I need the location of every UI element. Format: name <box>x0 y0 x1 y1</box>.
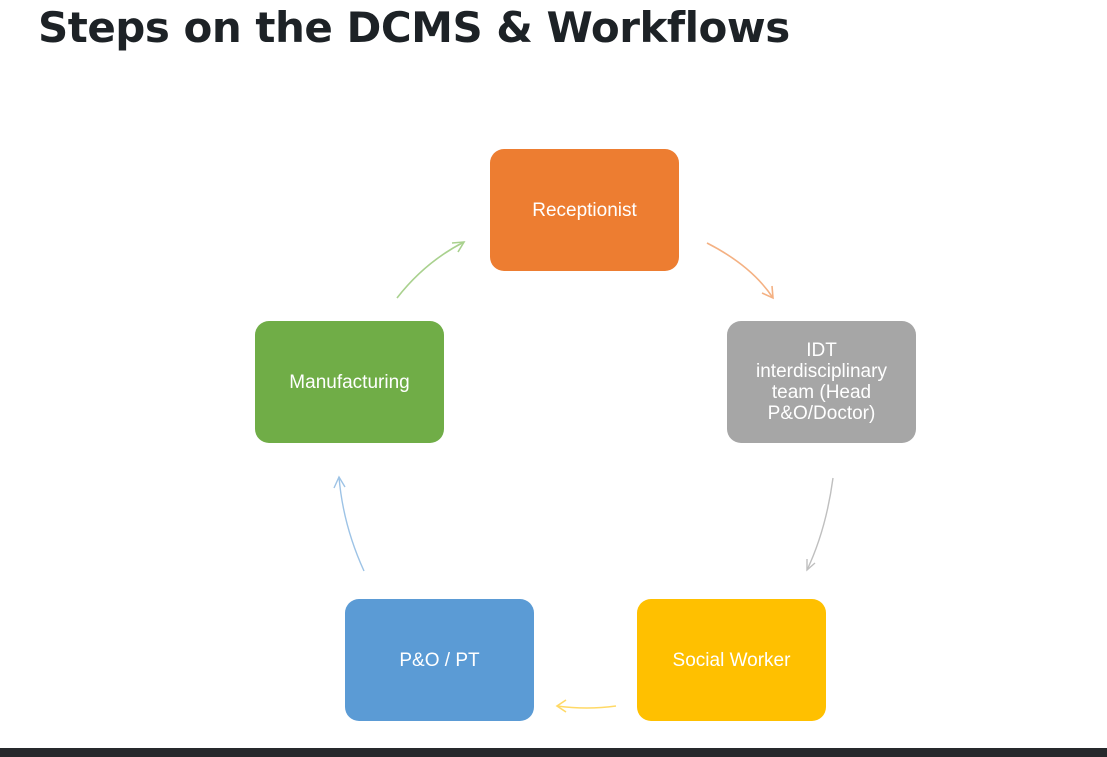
node-receptionist: Receptionist <box>490 149 679 271</box>
node-social-worker-label: Social Worker <box>672 649 791 671</box>
arrow-social-worker-to-po <box>556 705 617 709</box>
arrowhead-idt-to-social-worker <box>806 559 816 572</box>
node-manufacturing: Manufacturing <box>255 321 444 443</box>
bottom-bar <box>0 748 1107 757</box>
node-idt-team: IDT interdisciplinary team (Head P&O/Doc… <box>727 321 916 443</box>
arrow-po-to-manufacturing <box>338 476 365 572</box>
node-idt-team-label: IDT interdisciplinary team (Head P&O/Doc… <box>756 340 887 424</box>
arrow-receptionist-to-idt <box>706 242 774 299</box>
arrow-idt-to-social-worker <box>806 477 834 571</box>
node-po-pt: P&O / PT <box>345 599 534 721</box>
node-po-pt-label: P&O / PT <box>399 649 480 671</box>
page-title: Steps on the DCMS & Workflows <box>38 3 790 52</box>
node-receptionist-label: Receptionist <box>532 199 637 221</box>
arrowhead-manufacturing-to-receptionist <box>451 241 466 253</box>
arrowhead-social-worker-to-po <box>555 699 567 713</box>
node-social-worker: Social Worker <box>637 599 826 721</box>
arrow-manufacturing-to-receptionist <box>396 241 465 299</box>
node-manufacturing-label: Manufacturing <box>289 371 410 393</box>
arrowhead-po-to-manufacturing <box>333 475 346 489</box>
arrowhead-receptionist-to-idt <box>761 285 774 300</box>
